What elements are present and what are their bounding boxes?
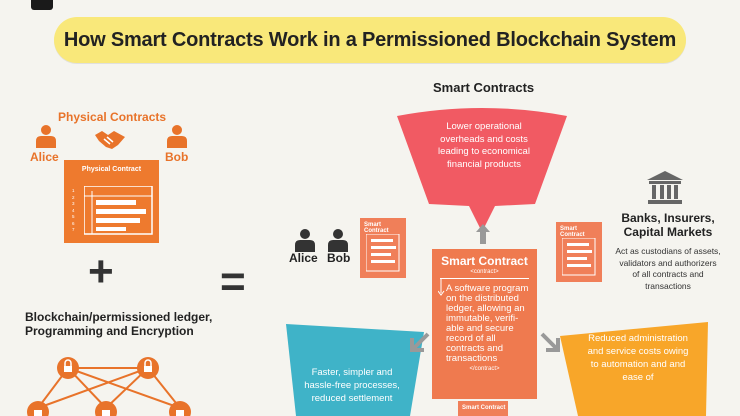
document-lines-graphic [562,238,596,276]
left-benefit-text: Faster, simpler and hassle-free processe… [304,367,400,404]
document-lines-graphic [366,234,400,272]
alice-person-icon [36,125,56,148]
line-number: 6 [72,220,75,226]
smart-contracts-heading: Smart Contracts [433,80,535,95]
bank-icon [647,171,683,204]
bob-label: Bob [165,150,189,164]
main-card-open-tag: <contract> [470,269,499,275]
physical-contracts-heading: Physical Contracts [58,110,167,124]
smart-contract-card-label: Smart Contract [560,226,585,238]
top-benefit-text: Lower operational overheads and costs le… [438,121,530,170]
main-card-title: Smart Contract [441,254,528,268]
line-number: 1 [72,188,75,193]
card-arrow-graphic [438,279,445,296]
blockchain-network-graphic [27,357,191,416]
alice-label-2: Alice [289,251,318,265]
alice-label: Alice [30,150,59,164]
smart-contract-card-right: Smart Contract [556,222,602,282]
left-benefit-shape [286,324,424,416]
right-benefit-text: Reduced administration and service costs… [587,333,689,383]
line-number: 5 [72,214,75,219]
title-banner: How Smart Contracts Work in a Permission… [54,17,686,63]
physical-contract-card: Physical Contract 1 2 3 4 5 6 7 [64,160,159,243]
equals-sign: = [220,257,246,306]
down-right-arrow-icon [540,332,560,352]
line-number: 2 [72,194,75,200]
line-number: 3 [72,201,75,206]
logo [31,0,53,10]
smart-contract-card-left: Smart Contract [360,218,406,278]
smart-contract-card-bottom: Smart Contract [458,401,508,416]
bob-person-icon [167,125,187,148]
plus-sign: + [88,247,114,296]
line-number: 4 [72,207,75,213]
smart-contract-card-label: Smart Contract [364,222,389,234]
down-left-arrow-icon [410,332,430,352]
main-card-close-tag: </contract> [469,366,500,372]
line-number: 7 [72,227,75,232]
banks-description: Act as custodians of assets, validators … [615,246,721,291]
up-arrow-icon [476,224,490,244]
right-benefit-shape [560,322,708,416]
handshake-icon [95,131,125,149]
ledger-description: Blockchain/permissioned ledger, Programm… [25,310,213,338]
bob-person-icon-2 [328,229,348,252]
physical-contract-card-title: Physical Contract [81,166,142,173]
page-title: How Smart Contracts Work in a Permission… [63,28,677,51]
top-benefit-shape [397,108,567,232]
smart-contract-card-label: Smart Contract [462,405,506,411]
main-card-body: A software program on the distributed le… [446,283,529,364]
bob-label-2: Bob [327,251,351,265]
document-lines-graphic [84,186,153,235]
line-numbers: 1 2 3 4 5 6 7 [72,188,82,234]
main-smart-contract-card: Smart Contract <contract> A software pro… [432,249,537,399]
banks-title: Banks, Insurers, Capital Markets [621,211,715,239]
alice-person-icon-2 [295,229,315,252]
